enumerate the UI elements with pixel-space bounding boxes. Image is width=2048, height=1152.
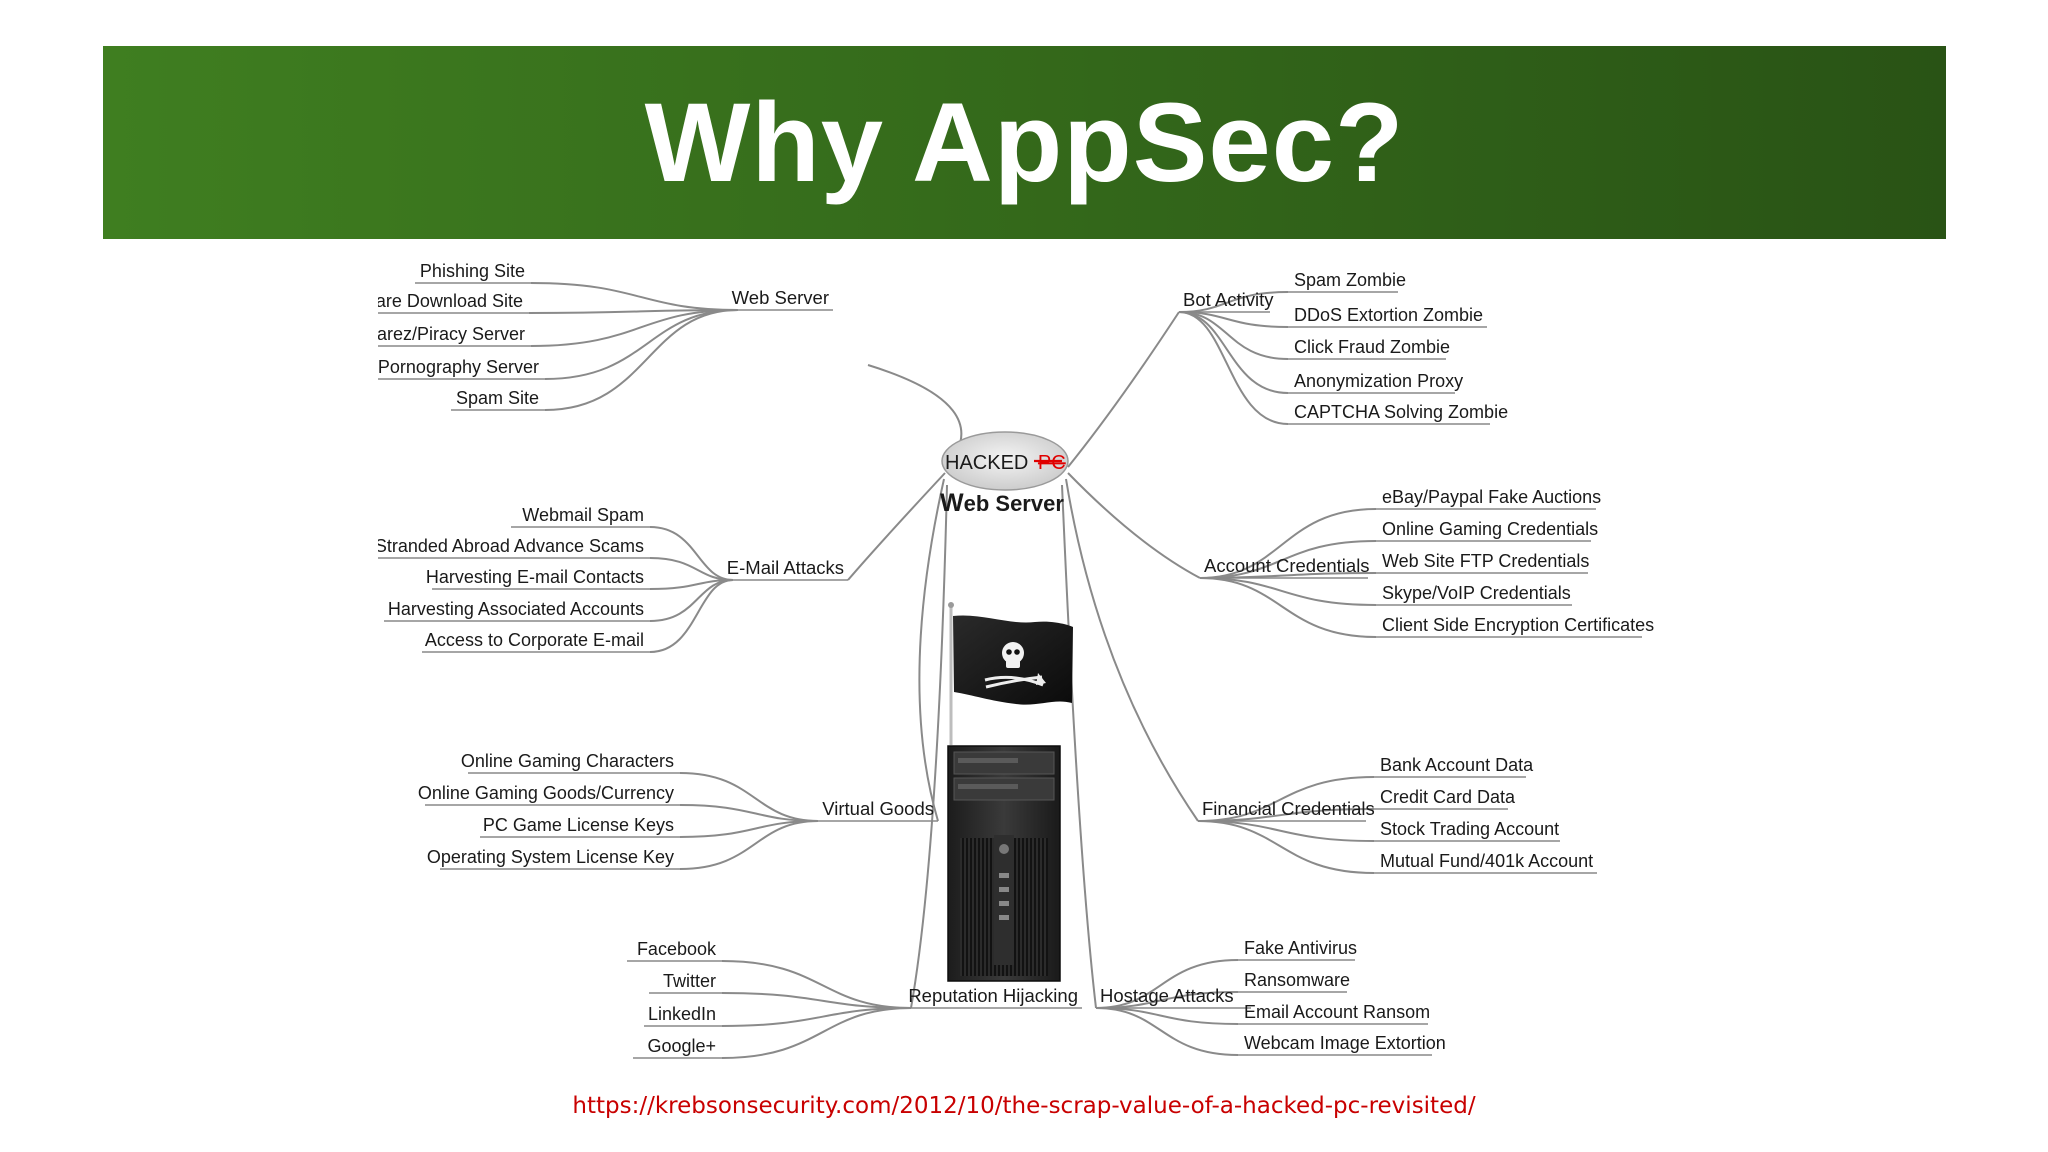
leaf-item: eBay/Paypal Fake Auctions: [1382, 487, 1601, 507]
leaf-item: DDoS Extortion Zombie: [1294, 305, 1483, 325]
leaf-item: Mutual Fund/401k Account: [1380, 851, 1593, 871]
leaf-item: Ransomware: [1244, 970, 1350, 990]
slide-title: Why AppSec?: [644, 80, 1405, 205]
branch-label-account-credentials: Account Credentials: [1204, 555, 1370, 576]
leaf-item: Twitter: [663, 971, 716, 991]
branch-label-hostage-attacks: Hostage Attacks: [1100, 985, 1234, 1006]
leaf-item: Web Site FTP Credentials: [1382, 551, 1589, 571]
leaf-item: Stock Trading Account: [1380, 819, 1559, 839]
leaf-item: Webcam Image Extortion: [1244, 1033, 1446, 1053]
title-banner: Why AppSec?: [103, 46, 1946, 239]
leaf-item: LinkedIn: [648, 1004, 716, 1024]
leaf-item: Credit Card Data: [1380, 787, 1516, 807]
branch-label-web-server: Web Server: [732, 287, 829, 308]
leaf-item: Anonymization Proxy: [1294, 371, 1463, 391]
branch-label-reputation-hijacking: Reputation Hijacking: [908, 985, 1078, 1006]
leaf-item: Harvesting Associated Accounts: [388, 599, 644, 619]
center-node: HACKED PC Web Server: [940, 431, 1069, 517]
leaf-item: Email Account Ransom: [1244, 1002, 1430, 1022]
leaf-item: Fake Antivirus: [1244, 938, 1357, 958]
center-hacked-text: HACKED: [945, 452, 1028, 474]
leaf-item: Warez/Piracy Server: [378, 324, 525, 344]
leaf-item: CAPTCHA Solving Zombie: [1294, 402, 1508, 422]
leaf-item: Google+: [647, 1036, 716, 1056]
leaf-item: Click Fraud Zombie: [1294, 337, 1450, 357]
leaf-item: Facebook: [637, 939, 717, 959]
hacked-pc-mindmap: Web Server Phishing SiteMalware Download …: [378, 261, 1654, 1059]
branch-label-virtual-goods: Virtual Goods: [822, 798, 934, 819]
leaf-item: PC Game License Keys: [483, 815, 674, 835]
source-url-link[interactable]: https://krebsonsecurity.com/2012/10/the-…: [572, 1093, 1476, 1119]
branch-label-bot-activity: Bot Activity: [1183, 289, 1274, 310]
center-struck-text: PC: [1038, 452, 1066, 474]
leaf-item: Webmail Spam: [522, 505, 644, 525]
leaf-item: Stranded Abroad Advance Scams: [378, 536, 644, 556]
leaf-item: Operating System License Key: [427, 847, 674, 867]
leaf-item: Child Pornography Server: [378, 357, 539, 377]
pc-tower-icon: [947, 745, 1061, 982]
leaf-item: Bank Account Data: [1380, 755, 1534, 775]
leaf-item: Client Side Encryption Certificates: [1382, 615, 1654, 635]
leaf-item: Online Gaming Goods/Currency: [418, 783, 674, 803]
leaf-item: Phishing Site: [420, 261, 525, 281]
pirate-flag-icon: [948, 602, 1073, 745]
leaf-item: Harvesting E-mail Contacts: [426, 567, 644, 587]
branch-label-financial-credentials: Financial Credentials: [1202, 798, 1375, 819]
leaf-item: Malware Download Site: [378, 291, 523, 311]
leaf-item: Spam Site: [456, 388, 539, 408]
branch-label-email-attacks: E-Mail Attacks: [727, 557, 844, 578]
svg-text:HACKED PC: HACKED PC: [945, 452, 1066, 474]
leaf-item: Spam Zombie: [1294, 270, 1406, 290]
leaf-item: Access to Corporate E-mail: [425, 630, 644, 650]
leaf-item: Online Gaming Credentials: [1382, 519, 1598, 539]
center-subtitle: Web Server: [940, 489, 1064, 517]
leaf-item: Skype/VoIP Credentials: [1382, 583, 1571, 603]
leaf-item: Online Gaming Characters: [461, 751, 674, 771]
